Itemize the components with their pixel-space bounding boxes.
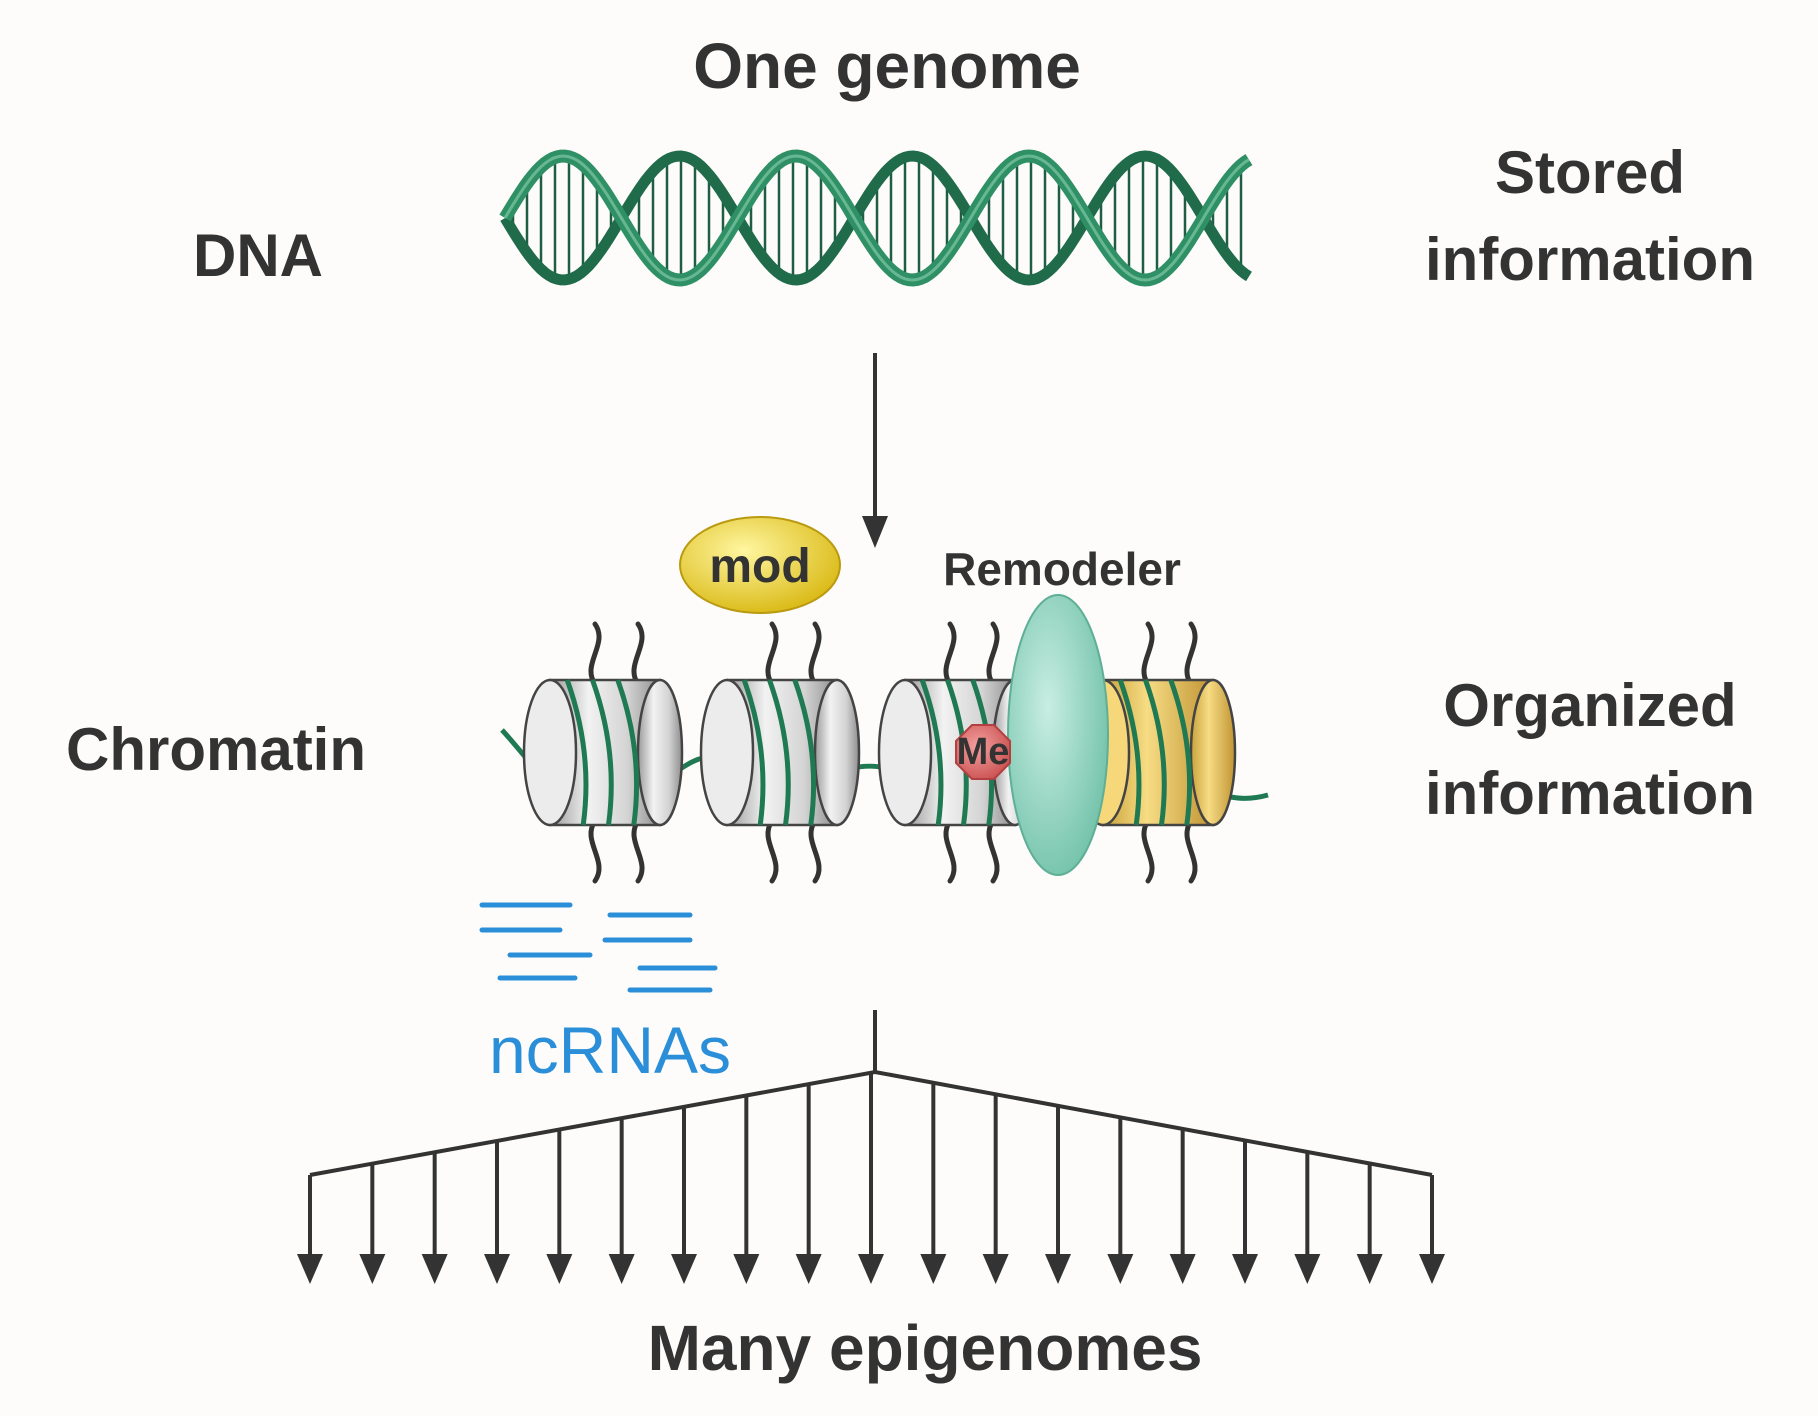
dna-label: DNA: [193, 222, 323, 289]
nucleosome: [699, 621, 861, 884]
histone-core-back: [636, 678, 684, 827]
histone-tail: [588, 818, 602, 884]
stored-label-line1: Stored: [1495, 139, 1685, 206]
wrapped-dna: [1168, 679, 1193, 826]
arrow-down-icon: [1419, 1254, 1445, 1284]
arrow-down-icon: [421, 1254, 448, 1284]
epigenome-fanout: [297, 1010, 1445, 1284]
arrow-down-icon: [546, 1254, 573, 1284]
histone-tail: [631, 621, 645, 687]
histone-tail: [1184, 621, 1198, 687]
arrow-down-icon: [858, 1254, 884, 1284]
arrow-down-icon: [1107, 1254, 1134, 1284]
histone-tail: [943, 621, 957, 687]
wrapped-dna: [1143, 679, 1167, 826]
nucleosome: [522, 621, 684, 884]
methyl-mark: Me: [955, 724, 1011, 780]
nucleosome-array: [522, 621, 1237, 884]
dna-strand-highlight: [503, 154, 1250, 282]
dna-strand-back: [500, 150, 1252, 286]
arrow-down-icon: [1169, 1254, 1196, 1284]
histone-core-face: [699, 678, 755, 827]
histone-tail: [986, 818, 1000, 884]
title-label: One genome: [693, 30, 1081, 102]
histone-tail: [808, 621, 822, 687]
remodeler-label: Remodeler: [943, 543, 1181, 595]
histone-tail: [1184, 818, 1198, 884]
chromatin-label: Chromatin: [66, 716, 366, 783]
dna-helix-graphic: [499, 149, 1253, 287]
histone-core-back: [1189, 678, 1237, 827]
arrow-down-icon: [1045, 1254, 1071, 1284]
wrapped-dna: [590, 679, 614, 826]
histone-tail: [1141, 818, 1155, 884]
arrow-down-icon: [671, 1254, 697, 1284]
histone-core-face: [877, 678, 933, 827]
organized-label-line2: information: [1425, 760, 1755, 827]
arrow-down-icon: [1232, 1254, 1258, 1284]
wrapped-dna: [792, 679, 817, 826]
arrow-down-icon: [297, 1254, 323, 1284]
stored-label-line2: information: [1425, 226, 1755, 293]
histone-tail: [1141, 621, 1155, 687]
histone-core-back: [813, 678, 861, 827]
wrapped-dna: [564, 679, 589, 826]
histone-core-face: [522, 678, 578, 827]
arrow-down-icon: [359, 1254, 386, 1284]
histone-tail: [943, 818, 957, 884]
arrow-down-icon: [982, 1254, 1009, 1284]
wrapped-dna: [919, 679, 944, 826]
arrow-down-icon: [1356, 1254, 1383, 1284]
footer-label: Many epigenomes: [648, 1312, 1203, 1384]
arrow-down-icon: [795, 1254, 822, 1284]
arrow-down-icon: [1294, 1254, 1321, 1284]
histone-tail: [765, 818, 779, 884]
arrow-down-icon: [484, 1254, 510, 1284]
mod-label: mod: [709, 540, 810, 593]
organized-label-line1: Organized: [1443, 672, 1736, 739]
wrapped-dna: [767, 679, 791, 826]
modifier-enzyme: mod: [679, 516, 841, 614]
histone-tail: [588, 621, 602, 687]
histone-tail: [765, 621, 779, 687]
arrow-down-icon: [920, 1254, 947, 1284]
down-arrow-icon: [862, 353, 888, 548]
ncrna-strands: [479, 902, 718, 993]
ncrnas-label: ncRNAs: [489, 1013, 731, 1087]
histone-tail: [808, 818, 822, 884]
methyl-label: Me: [957, 731, 1010, 773]
wrapped-dna: [615, 679, 640, 826]
wrapped-dna: [1117, 679, 1142, 826]
arrow-down-icon: [733, 1254, 760, 1284]
wrapped-dna: [741, 679, 766, 826]
histone-tail: [986, 621, 1000, 687]
histone-tail: [631, 818, 645, 884]
arrow-down-icon: [608, 1254, 635, 1284]
remodeler-complex: [1007, 594, 1109, 876]
